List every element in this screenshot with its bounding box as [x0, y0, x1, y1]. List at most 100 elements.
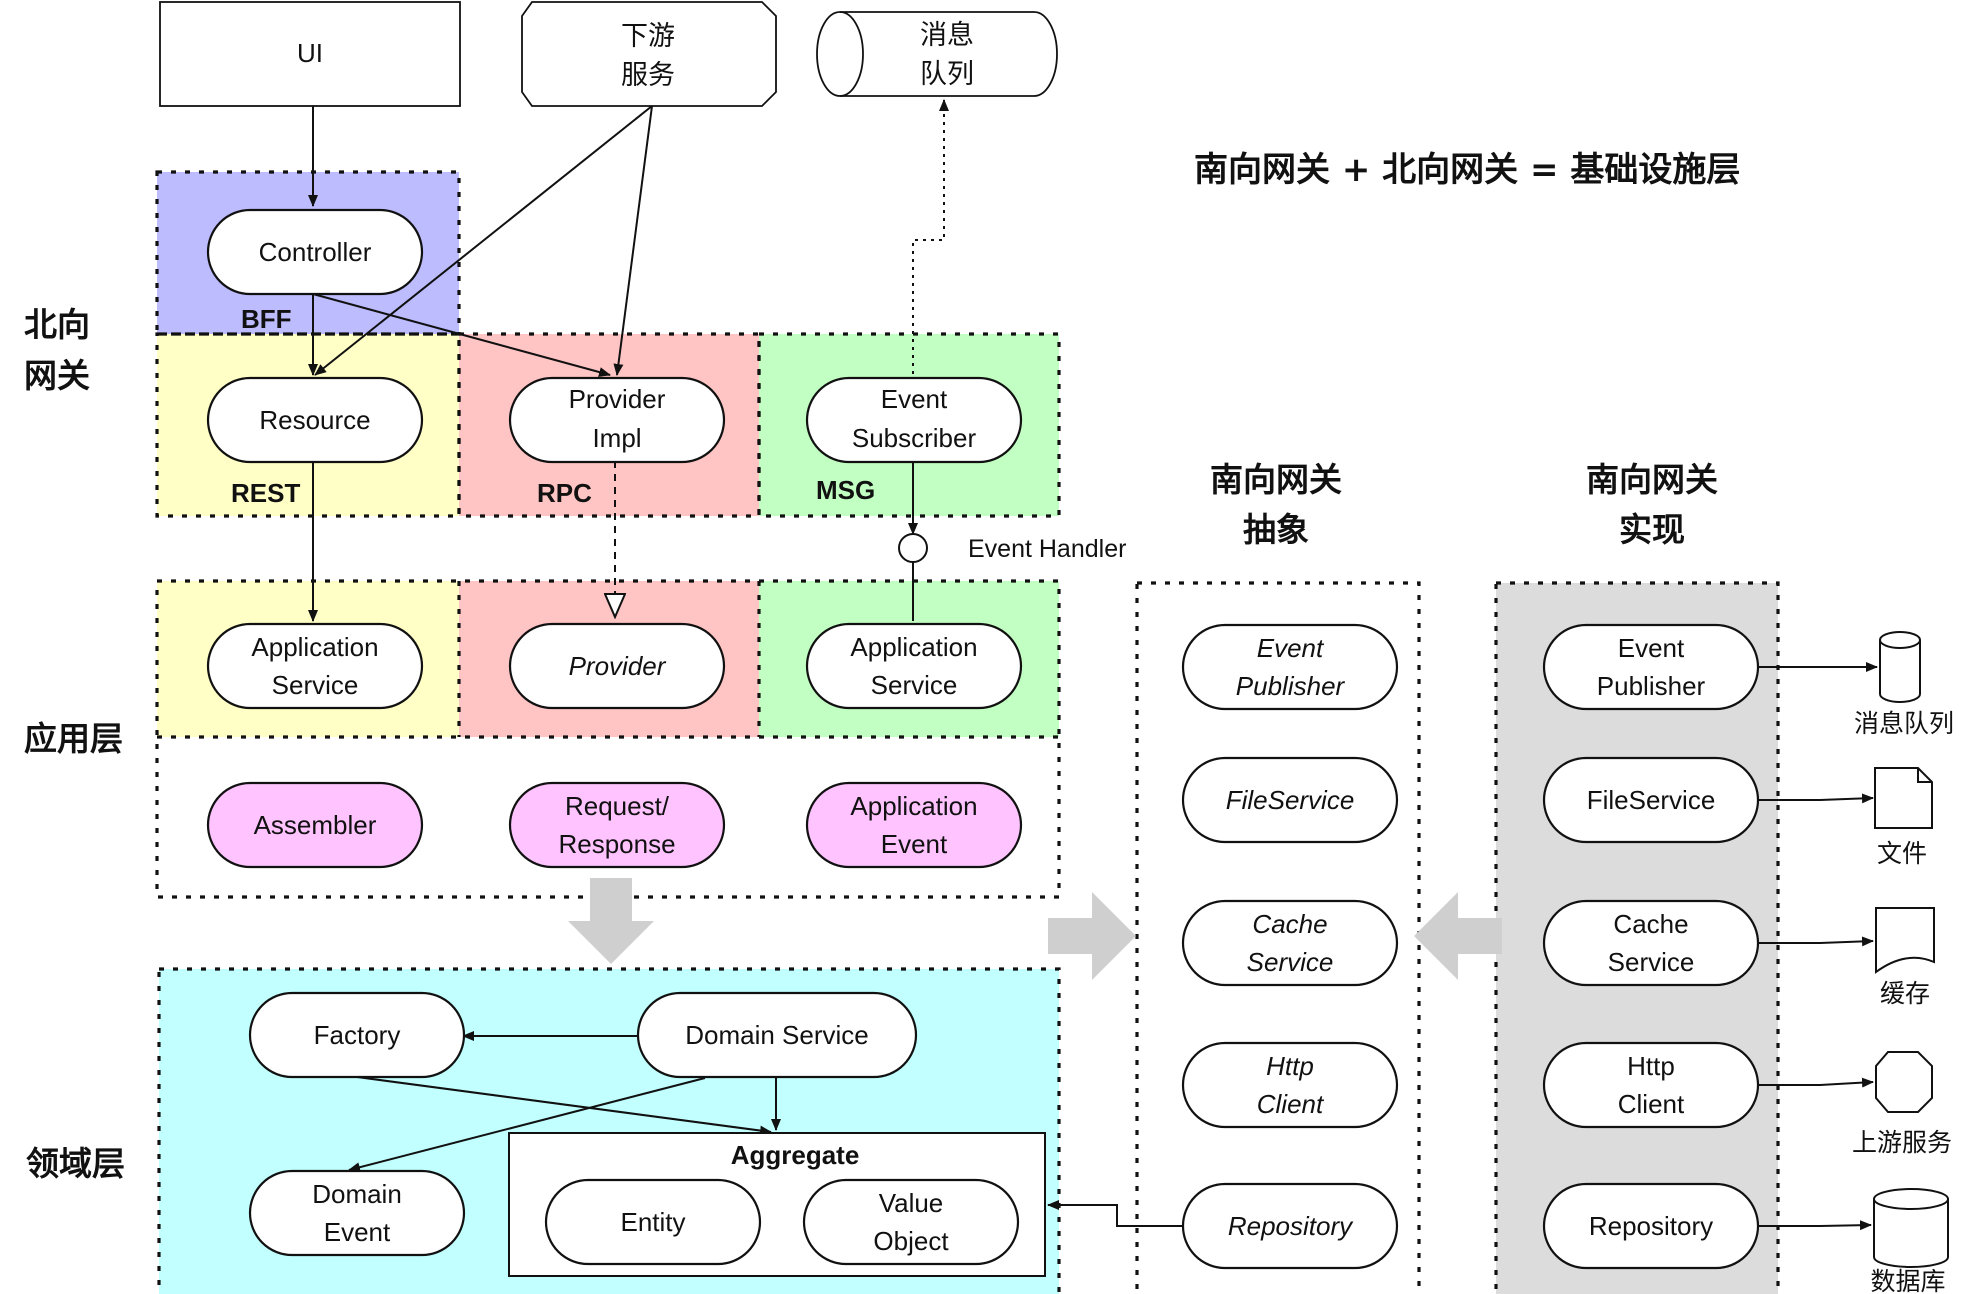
svg-text:Event: Event — [881, 829, 948, 859]
impl-file-service-node: FileService — [1542, 756, 1760, 844]
impl-event-publisher-node: Event Publisher — [1542, 623, 1760, 711]
cache-icon: 缓存 — [1875, 907, 1935, 1008]
svg-text:Provider: Provider — [569, 651, 667, 681]
gray-down-arrow — [568, 878, 654, 964]
domain-border — [157, 967, 1061, 1294]
svg-text:Resource: Resource — [259, 405, 370, 435]
svg-text:Service: Service — [272, 670, 359, 700]
svg-text:上游服务: 上游服务 — [1852, 1128, 1952, 1157]
svg-text:下游: 下游 — [621, 21, 675, 52]
svg-text:Controller: Controller — [259, 237, 372, 267]
svg-text:Application: Application — [251, 632, 378, 662]
svg-text:Impl: Impl — [592, 423, 641, 453]
impl-cache-service-node: Cache Service — [1542, 899, 1760, 987]
north-gateway-label-line1: 北向 — [24, 305, 90, 344]
svg-text:Event: Event — [324, 1217, 391, 1247]
svg-text:Service: Service — [871, 670, 958, 700]
svg-text:缓存: 缓存 — [1880, 979, 1930, 1008]
south-impl-border — [1494, 581, 1780, 1294]
request-response-node: Request/ Response — [508, 781, 726, 869]
svg-text:Cache: Cache — [1613, 909, 1688, 939]
abstract-file-service-node: FileService — [1181, 756, 1399, 844]
svg-text:Value: Value — [879, 1188, 944, 1218]
svg-text:Repository: Repository — [1589, 1211, 1713, 1241]
south-impl-title-line1: 南向网关 — [1586, 460, 1718, 499]
rest-label: REST — [231, 478, 300, 508]
gray-right-arrow — [1048, 892, 1136, 980]
south-abstract-border — [1135, 581, 1421, 1294]
bff-label: BFF — [241, 304, 292, 334]
svg-text:数据库: 数据库 — [1870, 1267, 1945, 1294]
svg-text:Repository: Repository — [1228, 1211, 1354, 1241]
abstract-http-client-node: Http Client — [1181, 1041, 1399, 1129]
north-gateway-label-line2: 网关 — [24, 356, 90, 395]
svg-text:Http: Http — [1627, 1051, 1675, 1081]
svg-text:Domain: Domain — [312, 1179, 402, 1209]
message-queue-icon: 消息队列 — [1854, 631, 1954, 738]
event-handler-label: Event Handler — [968, 535, 1126, 563]
svg-text:FileService: FileService — [1587, 785, 1716, 815]
abstract-repository-node: Repository — [1181, 1182, 1399, 1270]
svg-text:Cache: Cache — [1252, 909, 1327, 939]
svg-text:Factory: Factory — [314, 1020, 401, 1050]
impl-repository-node: Repository — [1542, 1182, 1760, 1270]
gray-left-arrow — [1414, 892, 1502, 980]
domain-layer-label: 领域层 — [26, 1144, 125, 1183]
app-service-right-node: Application Service — [805, 622, 1023, 710]
svg-text:Domain Service: Domain Service — [685, 1020, 869, 1050]
value-object-node: Value Object — [802, 1178, 1020, 1266]
svg-text:Response: Response — [558, 829, 675, 859]
svg-text:FileService: FileService — [1226, 785, 1355, 815]
svg-text:Service: Service — [1247, 947, 1334, 977]
msg-label: MSG — [816, 475, 875, 505]
infrastructure-headline: 南向网关 + 北向网关 = 基础设施层 — [1194, 150, 1740, 190]
event-subscriber-node: Event Subscriber — [805, 376, 1023, 464]
svg-text:Aggregate: Aggregate — [731, 1140, 860, 1170]
svg-text:Event: Event — [881, 384, 948, 414]
resource-node: Resource — [206, 376, 424, 464]
event-handler-port — [898, 533, 928, 563]
event-subscriber-to-mq-dotted-arrow — [912, 99, 949, 374]
svg-text:Client: Client — [1618, 1089, 1685, 1119]
database-icon: 数据库 — [1870, 1188, 1949, 1294]
message-queue-cylinder: 消息 队列 — [816, 11, 1058, 97]
svg-text:Publisher: Publisher — [1236, 671, 1346, 701]
downstream-to-provider-impl-arrow — [613, 105, 653, 376]
provider-impl-node: Provider Impl — [508, 376, 726, 464]
svg-text:文件: 文件 — [1877, 839, 1927, 868]
repository-to-database-arrow — [1758, 1220, 1872, 1231]
svg-text:Assembler: Assembler — [254, 810, 377, 840]
controller-to-provider-impl-arrow — [312, 293, 611, 377]
file-service-to-file-arrow — [1758, 793, 1874, 804]
south-impl-title-line2: 实现 — [1619, 510, 1685, 549]
svg-text:Client: Client — [1257, 1089, 1325, 1119]
controller-node: Controller — [206, 208, 424, 296]
upstream-service-icon: 上游服务 — [1852, 1051, 1952, 1157]
impl-http-client-node: Http Client — [1542, 1041, 1760, 1129]
svg-text:消息队列: 消息队列 — [1854, 709, 1954, 738]
application-layer-label: 应用层 — [24, 719, 123, 758]
svg-text:Entity: Entity — [620, 1207, 685, 1237]
abstract-cache-service-node: Cache Service — [1181, 899, 1399, 987]
rpc-label: RPC — [537, 478, 592, 508]
svg-text:Http: Http — [1266, 1051, 1314, 1081]
svg-text:队列: 队列 — [920, 59, 974, 90]
http-client-to-upstream-arrow — [1758, 1077, 1874, 1088]
entity-node: Entity — [544, 1178, 762, 1266]
svg-text:Application: Application — [850, 632, 977, 662]
svg-text:Event: Event — [1257, 633, 1325, 663]
app-service-left-node: Application Service — [206, 622, 424, 710]
application-event-node: Application Event — [805, 781, 1023, 869]
svg-text:Application: Application — [850, 791, 977, 821]
provider-node: Provider — [508, 622, 726, 710]
svg-text:Service: Service — [1608, 947, 1695, 977]
downstream-service-box: 下游 服务 — [521, 1, 777, 107]
svg-text:Subscriber: Subscriber — [852, 423, 977, 453]
file-icon: 文件 — [1874, 767, 1933, 868]
cache-service-to-cache-arrow — [1758, 936, 1874, 947]
domain-event-node: Domain Event — [248, 1169, 466, 1257]
domain-service-to-domain-event-arrow — [348, 1077, 706, 1173]
rpc-border — [457, 332, 761, 518]
bff-border — [155, 170, 461, 336]
msg-border — [757, 332, 1061, 518]
